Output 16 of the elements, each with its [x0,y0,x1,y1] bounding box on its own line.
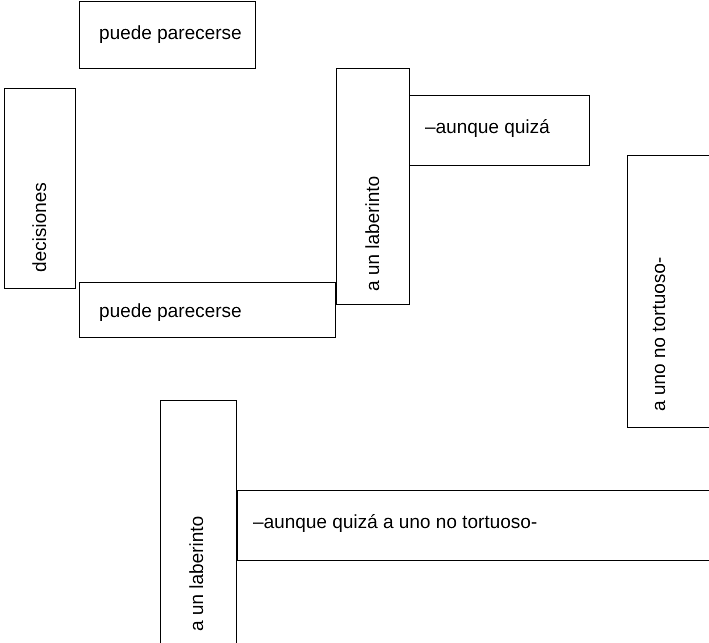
box-text: –aunque quizá [425,116,550,139]
text-box [79,1,256,69]
box-text: decisiones [29,182,52,272]
text-box [409,95,590,166]
box-text: puede parecerse [99,300,242,323]
box-text: a un laberinto [362,176,385,291]
text-box [627,155,709,428]
text-box [160,400,237,643]
text-box [336,68,410,305]
box-text: puede parecerse [99,22,242,45]
box-text: –aunque quizá a uno no tortuoso- [253,511,538,534]
box-text: a un laberinto [186,516,209,631]
text-box [4,88,76,289]
box-text: a uno no tortuoso- [648,256,671,411]
text-box [79,282,336,338]
text-box [237,490,709,561]
